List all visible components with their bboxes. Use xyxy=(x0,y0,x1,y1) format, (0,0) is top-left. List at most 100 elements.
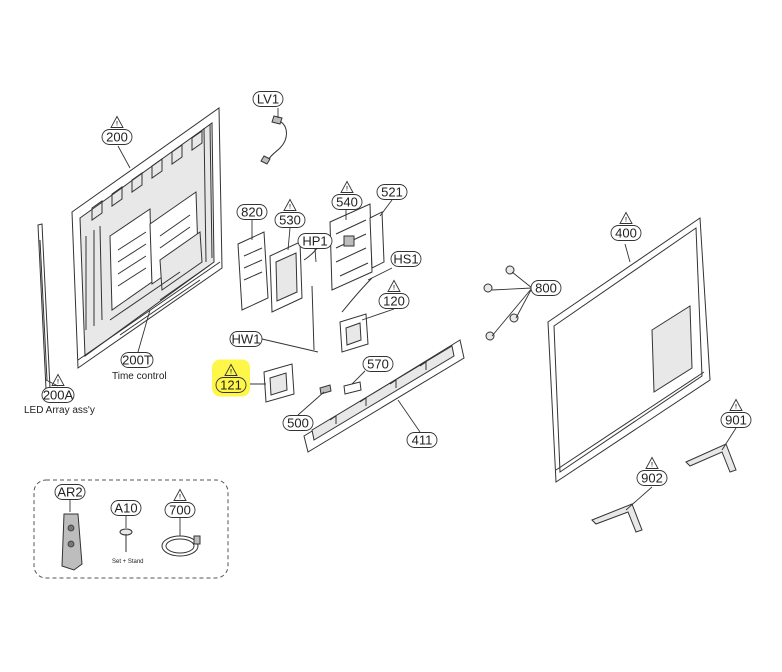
warning-icon xyxy=(387,279,401,292)
callout-label: 200A xyxy=(43,388,74,403)
callout-hs1: HS1 xyxy=(390,251,422,267)
callout-pill xyxy=(636,470,668,486)
part-cable-700 xyxy=(161,535,201,557)
part-cable-lv1 xyxy=(260,115,287,165)
callout-pill xyxy=(282,415,314,431)
warning-glyph: ! xyxy=(116,122,118,128)
callout-pill xyxy=(610,225,642,241)
callout-521: 521 xyxy=(376,184,408,200)
callout-label: 530 xyxy=(279,213,301,228)
part-screws-800 xyxy=(483,265,519,341)
warning-icon xyxy=(645,456,659,469)
callout-label: 400 xyxy=(615,226,637,241)
callout-530: ! 530 xyxy=(274,198,306,228)
callout-a10: A10 xyxy=(110,500,142,516)
callout-pill xyxy=(362,356,394,372)
callout-200: ! 200 xyxy=(101,115,133,145)
callout-120: ! 120 xyxy=(378,279,410,309)
part-500 xyxy=(319,384,332,395)
callout-pill xyxy=(274,212,306,228)
callout-label: 570 xyxy=(367,357,389,372)
callout-pill xyxy=(215,377,247,393)
callout-pill xyxy=(406,432,438,448)
part-remote-ar2 xyxy=(61,513,83,571)
warning-icon xyxy=(173,488,187,501)
callout-pill xyxy=(41,387,75,403)
callout-label: 800 xyxy=(535,281,557,296)
part-bracket-411 xyxy=(303,339,465,453)
callout-570: 570 xyxy=(362,356,394,372)
part-wire-hs1 xyxy=(341,277,373,313)
warning-glyph: ! xyxy=(289,205,291,211)
callout-label: HS1 xyxy=(393,252,418,267)
callout-902: !902 xyxy=(636,456,668,486)
warning-glyph: ! xyxy=(57,380,59,386)
callout-pill xyxy=(297,233,333,249)
callout-lv1: LV1 xyxy=(252,91,284,107)
callout-label: 500 xyxy=(287,416,309,431)
warning-icon xyxy=(283,198,297,211)
callout-pill xyxy=(236,204,268,220)
callout-pill xyxy=(331,194,363,210)
callout-label: 902 xyxy=(641,471,663,486)
callout-400: ! 400 xyxy=(610,211,642,241)
callout-820: 820 xyxy=(236,204,268,220)
warning-icon xyxy=(340,180,354,193)
callout-540: ! 540 xyxy=(331,180,363,210)
part-wire-hw1 xyxy=(311,285,315,351)
callout-411: 411 xyxy=(406,432,438,448)
part-module-120 xyxy=(339,313,369,353)
callout-901: ! 901 xyxy=(720,398,752,428)
warning-glyph: ! xyxy=(393,286,395,292)
warning-glyph: ! xyxy=(735,405,737,411)
callout-label: AR2 xyxy=(57,485,82,500)
caption-set-stand: Set + Stand xyxy=(112,559,144,565)
callout-label: 540 xyxy=(336,195,358,210)
callout-label: 200T xyxy=(122,353,152,368)
callout-label: HW1 xyxy=(232,332,261,347)
callout-200t: 200T xyxy=(120,352,154,368)
callout-ar2: AR2 xyxy=(54,484,86,500)
callout-label: 901 xyxy=(725,413,747,428)
warning-icon xyxy=(110,115,124,128)
accessory-box xyxy=(33,479,229,579)
part-570 xyxy=(343,381,362,395)
callout-label: 200 xyxy=(106,130,128,145)
warning-icon xyxy=(729,398,743,411)
part-back-chassis-200 xyxy=(71,107,223,369)
callout-500: 500 xyxy=(282,415,314,431)
callout-label: 411 xyxy=(412,433,433,448)
part-stand-leg-902 xyxy=(591,503,643,533)
caption-led-array: LED Array ass'y xyxy=(24,405,95,416)
callout-pill xyxy=(164,502,196,518)
callout-800: 800 xyxy=(530,280,562,296)
callout-700: !700 xyxy=(164,488,196,518)
warning-glyph: ! xyxy=(625,218,627,224)
part-led-array-strip xyxy=(37,223,51,390)
callout-pill xyxy=(252,91,284,107)
warning-glyph: ! xyxy=(346,187,348,193)
warning-icon xyxy=(619,211,633,224)
callout-pill xyxy=(54,484,86,500)
part-module-121 xyxy=(263,363,295,403)
part-screw-a10 xyxy=(119,528,133,552)
warning-glyph: ! xyxy=(179,495,181,501)
part-power-board-530 xyxy=(269,241,303,313)
callout-pill xyxy=(110,500,142,516)
callout-label: 121 xyxy=(220,378,242,393)
callout-hw1: HW1 xyxy=(229,331,263,347)
callout-label: 820 xyxy=(241,205,263,220)
warning-glyph: ! xyxy=(230,370,232,376)
part-back-cover-400 xyxy=(547,217,711,483)
callout-200a: ! 200A xyxy=(41,373,75,403)
callout-label: 120 xyxy=(383,294,405,309)
caption-time-control: Time control xyxy=(112,371,167,382)
callout-pill xyxy=(229,331,263,347)
callout-pill xyxy=(101,129,133,145)
leader-lines xyxy=(45,108,737,536)
callout-pill xyxy=(120,352,154,368)
part-main-board-540 xyxy=(329,203,373,291)
callout-label: HP1 xyxy=(302,234,327,249)
